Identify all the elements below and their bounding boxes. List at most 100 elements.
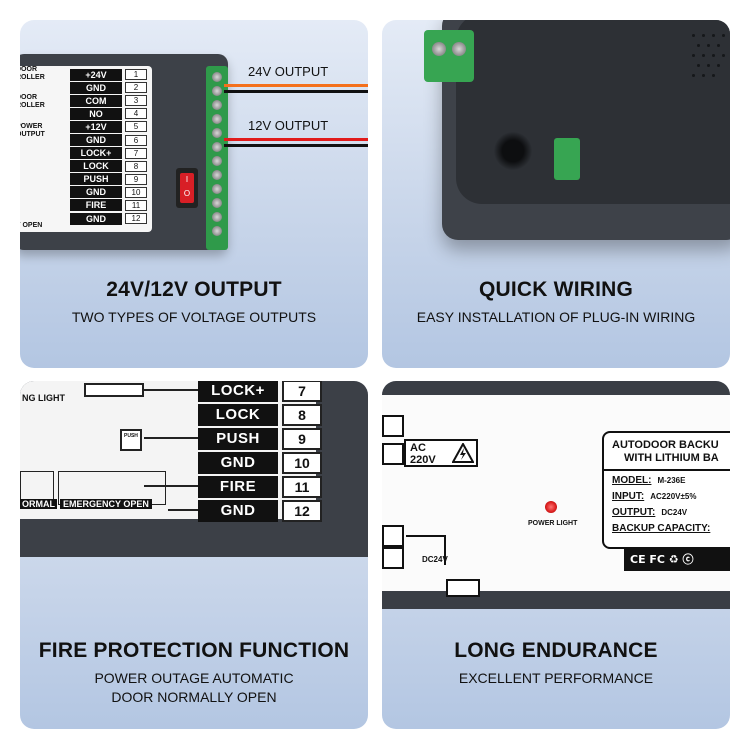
terminal-number: 5 — [125, 121, 147, 133]
power-light-icon — [545, 501, 557, 513]
spec-divider — [604, 469, 730, 471]
backup-unit-top — [456, 20, 730, 204]
plus-terminal-icon — [382, 525, 404, 547]
vent-hole — [702, 54, 705, 57]
connector-line — [144, 485, 198, 487]
terminal-number: 1 — [125, 69, 147, 81]
terminal-number: 2 — [125, 82, 147, 94]
wire-label-12v: 12V OUTPUT — [248, 118, 329, 133]
terminal-label: GND — [70, 134, 122, 147]
screw-icon — [212, 114, 222, 124]
connector-line — [144, 437, 198, 439]
terminal-label: PUSH — [198, 428, 278, 450]
terminal-label: COM — [70, 94, 122, 107]
panel-caption: QUICK WIRING EASY INSTALLATION OF PLUG-I… — [382, 278, 730, 327]
panel-quick-wiring: QUICK WIRING EASY INSTALLATION OF PLUG-I… — [382, 20, 730, 368]
wire-orange — [224, 84, 368, 87]
terminal-number: 11 — [282, 476, 322, 498]
vent-hole — [717, 44, 720, 47]
terminal-number: 12 — [282, 500, 322, 522]
vent-hole — [722, 54, 725, 57]
side-label: DOOR — [20, 94, 37, 101]
terminal-number: 4 — [125, 108, 147, 120]
vent-hole — [712, 74, 715, 77]
spec-key: OUTPUT: — [612, 507, 656, 518]
screw-icon — [212, 128, 222, 138]
wire-black — [224, 90, 368, 93]
terminal-label: NO — [70, 107, 122, 120]
vent-hole — [712, 54, 715, 57]
terminal-label: +12V — [70, 120, 122, 133]
terminal-label: GND — [198, 500, 278, 522]
vent-hole — [692, 34, 695, 37]
vent-hole — [717, 64, 720, 67]
plug-in-terminal — [424, 30, 474, 82]
vent-hole — [692, 54, 695, 57]
connector-line — [144, 389, 198, 391]
terminal-label: FIRE — [70, 199, 122, 212]
vent-hole — [722, 34, 725, 37]
ac-text-line-1: AC — [410, 442, 426, 454]
vent-hole — [697, 44, 700, 47]
switch-off-mark: O — [183, 189, 191, 198]
terminal-number: 6 — [125, 134, 147, 146]
connector-line — [168, 509, 198, 511]
backup-unit-front: AC 220V POWER LIGHT DC24V AUTODOOR BACKU… — [382, 381, 730, 609]
lock-icon — [84, 383, 144, 397]
connector-line — [406, 535, 446, 537]
spec-row: INPUT:AC220V±5% — [612, 491, 696, 502]
spec-key: INPUT: — [612, 491, 645, 502]
terminal-label: LOCK+ — [70, 147, 122, 160]
spec-heading: AUTODOOR BACKU WITH LITHIUM BA — [612, 439, 719, 465]
spec-key: MODEL: — [612, 475, 652, 486]
terminal-label: +24V — [70, 68, 122, 81]
wire-label-24v: 24V OUTPUT — [248, 64, 329, 79]
terminal-number: 9 — [125, 173, 147, 185]
terminal-number: 10 — [125, 186, 147, 198]
power-switch: I O — [176, 168, 198, 208]
terminal-label: PUSH — [70, 173, 122, 186]
terminal-number: 7 — [125, 147, 147, 159]
plus-terminal-icon — [382, 443, 404, 465]
spec-value: M-236E — [657, 476, 686, 485]
panel-caption: 24V/12V OUTPUT TWO TYPES OF VOLTAGE OUTP… — [20, 278, 368, 327]
terminal-number: 11 — [125, 199, 147, 211]
lock-light-label: NG LIGHT — [22, 393, 65, 403]
side-label: POWER — [20, 123, 43, 130]
ac-input-label: AC 220V — [404, 439, 478, 467]
screw-icon — [212, 184, 222, 194]
spec-row: OUTPUT:DC24V — [612, 507, 687, 518]
screw-icon — [212, 212, 222, 222]
normal-label: ORMAL — [20, 499, 57, 509]
vent-hole — [707, 64, 710, 67]
panel-subtitle: EXCELLENT PERFORMANCE — [458, 670, 654, 686]
screw-icon — [452, 42, 466, 56]
wire-red — [224, 138, 368, 141]
terminal-row: LOCK+7 — [70, 147, 150, 160]
wire-black — [224, 144, 368, 147]
vent-hole — [702, 74, 705, 77]
mounting-hole — [494, 132, 532, 170]
panel-title: 24V/12V OUTPUT — [106, 278, 282, 301]
side-label: DOOR — [20, 66, 37, 73]
vent-hole — [702, 34, 705, 37]
terminal-row: LOCK+7 — [198, 381, 322, 403]
